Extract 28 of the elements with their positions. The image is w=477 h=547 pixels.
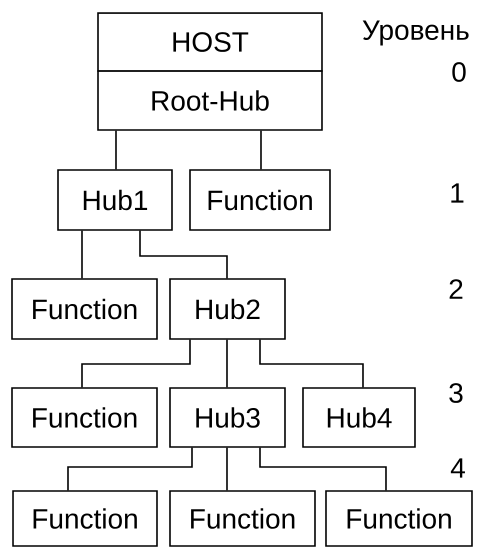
device-box: Function — [325, 490, 473, 547]
level-heading: Уровень — [362, 20, 469, 46]
hub-box: Hub4 — [302, 387, 416, 448]
hub-box: Root-Hub — [97, 70, 323, 131]
device-box: Function — [11, 278, 158, 340]
connector-line — [226, 448, 228, 490]
connector-line — [226, 340, 228, 388]
hub-box: Hub3 — [169, 387, 286, 448]
connector-line — [139, 230, 228, 278]
hub-box: Hub1 — [57, 169, 173, 231]
level-number: 2 — [450, 279, 462, 299]
connector-line — [81, 340, 191, 388]
level-number: 0 — [452, 62, 466, 82]
connector-line — [260, 130, 262, 170]
device-box: Function — [11, 387, 158, 448]
host-box: HOST — [97, 12, 323, 72]
connector-line — [115, 130, 117, 170]
level-number: 4 — [450, 458, 465, 478]
hub-box: Hub2 — [169, 278, 286, 340]
device-box: Function — [189, 169, 331, 231]
device-box: Function — [169, 490, 316, 547]
level-number: 1 — [451, 183, 464, 203]
level-number: 3 — [449, 383, 463, 403]
connector-line — [81, 230, 83, 278]
connector-line — [259, 340, 364, 388]
connector-line — [67, 448, 193, 490]
connector-line — [259, 448, 387, 490]
device-box: Function — [12, 490, 158, 547]
